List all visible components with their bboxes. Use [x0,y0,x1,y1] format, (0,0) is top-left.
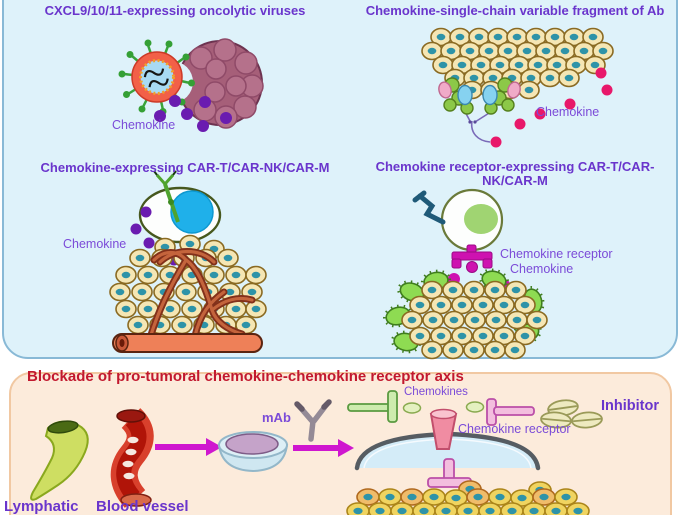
tumor-with-car-cells-icon [380,265,548,360]
chemokine-label: Chemokine [510,262,574,276]
chemokine-label: Chemokine [63,237,127,251]
virus-dna-icon [143,68,169,88]
oncolytic-virus-icon [118,39,195,115]
chemokine-receptor-icon [451,244,493,273]
arrow-icon [293,439,354,457]
petri-dish-icon [217,431,289,473]
inhibitor-pills-icon [540,399,603,429]
blockade-panel-title: Blockade of pro-tumoral chemokine-chemok… [27,368,464,385]
lymphatic-label: Lymphatic [4,498,79,515]
blocker-green-icon [347,390,398,423]
blood-vessel-horizontal-icon [112,333,263,353]
section4-title: Chemokine receptor-expressing CAR-T/CAR-… [375,159,655,189]
tumor-cells-row-icon [346,480,590,515]
car-cell-icon [138,170,222,244]
chemokine-receptor-cone-icon [429,408,458,450]
blood-vessel-icon [110,408,154,508]
section2-title: Chemokine-single-chain variable fragment… [365,3,665,18]
chemokine-label: Chemokine [536,105,600,119]
section3-title: Chemokine-expressing CAR-T/CAR-NK/CAR-M [40,160,330,175]
blocker-pink-icon [486,398,535,426]
chemokine-oval-icon [402,401,485,414]
chemokine-receptor-label: Chemokine receptor [458,422,571,436]
car-receptor-teal-icon [412,190,446,225]
car-receptor-green-icon [153,170,180,223]
inhibitor-label: Inhibitor [601,398,659,414]
chemokines-label: Chemokines [404,386,468,398]
mab-label: mAb [262,410,291,425]
section1-title: CXCL9/10/11-expressing oncolytic viruses [44,3,306,18]
lymphatic-vessel-icon [30,420,89,501]
tumor-vessel-branches-icon [146,248,256,342]
chemokine-dots-purple [154,95,232,132]
chemokine-receptor-label: Chemokine receptor [500,247,613,261]
chemokine-dots-crimson [490,67,613,148]
arrow-icon [155,438,222,456]
scfv-antibody-icon [438,77,521,143]
car-cell-green-icon [412,188,504,252]
antibody-icon [294,399,332,442]
blood-vessel-label: Blood vessel [96,498,189,515]
vascularized-tumor-icon [109,234,267,353]
chemokine-label: Chemokine [112,118,176,132]
